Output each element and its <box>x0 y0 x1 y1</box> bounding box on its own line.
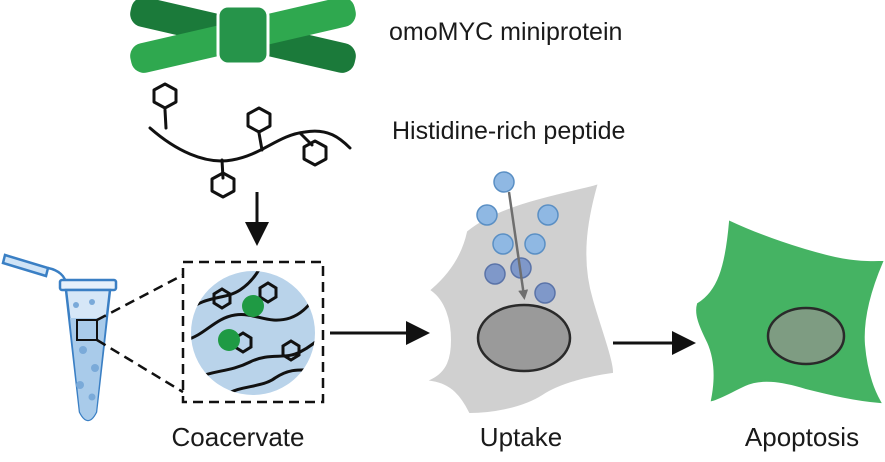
arrow-icon <box>613 331 696 355</box>
arrow-icon <box>245 192 269 246</box>
peptide-chain-icon <box>148 82 352 199</box>
protein-icon <box>130 0 356 73</box>
cell-uptake-icon <box>428 171 614 414</box>
uptake-label: Uptake <box>479 422 563 452</box>
arrow-icon <box>330 321 430 345</box>
coacervate-label: Coacervate <box>171 422 305 452</box>
tube-icon <box>1 253 118 422</box>
zoom-lines <box>96 260 325 404</box>
miniprotein-label: omoMYC miniprotein <box>389 18 623 46</box>
coacervate-droplet-icon <box>191 271 315 395</box>
apoptosis-label: Apoptosis <box>744 422 860 452</box>
peptide-label: Histidine-rich peptide <box>392 117 626 145</box>
cell-apoptosis-icon <box>696 220 884 404</box>
